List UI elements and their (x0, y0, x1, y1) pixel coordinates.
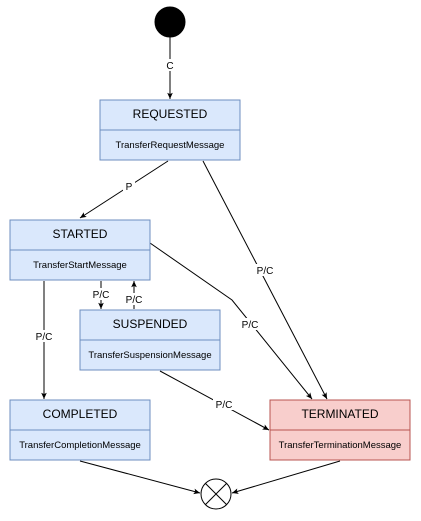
state-completed-message: TransferCompletionMessage (19, 440, 141, 451)
edge-requested-to-terminated (202, 160, 328, 400)
state-requested-message: TransferRequestMessage (116, 140, 225, 151)
edge-started-to-terminated (149, 242, 313, 400)
edge-terminated-to-final (231, 460, 341, 494)
state-suspended-title: SUSPENDED (113, 317, 188, 331)
state-requested[interactable]: REQUESTED TransferRequestMessage (99, 99, 241, 161)
state-started-title: STARTED (53, 227, 108, 241)
label-requested-to-terminated: P/C (257, 266, 274, 277)
label-started-to-suspended: P/C (93, 290, 110, 301)
state-terminated[interactable]: TERMINATED TransferTerminationMessage (269, 399, 411, 461)
label-started-to-terminated: P/C (242, 320, 259, 331)
state-completed-title: COMPLETED (43, 407, 118, 421)
state-started[interactable]: STARTED TransferStartMessage (9, 219, 151, 281)
initial-node-icon (154, 6, 186, 38)
state-suspended[interactable]: SUSPENDED TransferSuspensionMessage (79, 309, 221, 371)
label-started-to-completed: P/C (36, 332, 53, 343)
edge-completed-to-final (79, 460, 201, 495)
label-initial-to-requested: C (166, 61, 173, 72)
final-node-icon (200, 478, 232, 510)
edge-labels: C P P/C P/C P/C P/C P/C P/C (32, 59, 276, 411)
label-requested-to-started: P (126, 182, 133, 193)
state-completed[interactable]: COMPLETED TransferCompletionMessage (9, 399, 151, 461)
label-suspended-to-terminated: P/C (216, 400, 233, 411)
label-suspended-to-started: P/C (126, 295, 143, 306)
state-terminated-title: TERMINATED (301, 407, 378, 421)
state-suspended-message: TransferSuspensionMessage (88, 350, 211, 361)
state-terminated-message: TransferTerminationMessage (279, 440, 402, 451)
state-started-message: TransferStartMessage (33, 260, 127, 271)
state-requested-title: REQUESTED (133, 107, 208, 121)
